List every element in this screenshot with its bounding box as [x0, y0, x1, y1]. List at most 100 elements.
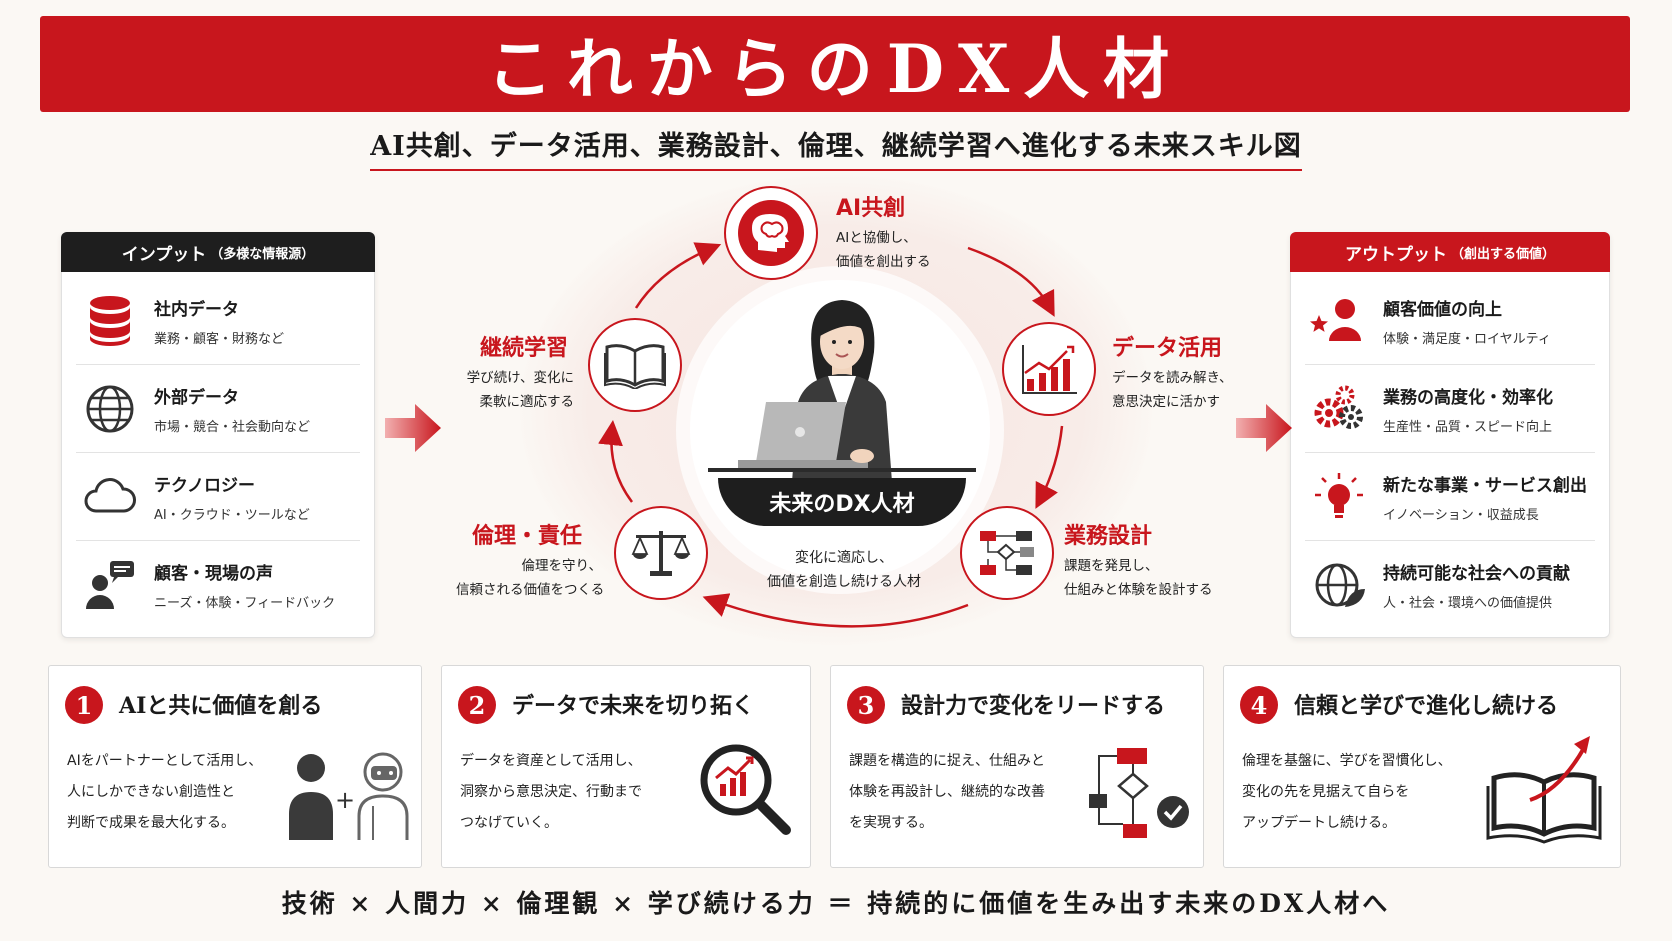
card-4-title: 信頼と学びで進化し続ける: [1294, 693, 1559, 719]
output-item-text: 業務の高度化・効率化 生産性・品質・スピード向上: [1383, 383, 1553, 435]
output-item-title: 持続可能な社会への貢献: [1383, 564, 1570, 584]
input-panel-note: （多様な情報源）: [210, 246, 315, 262]
output-item-title: 業務の高度化・効率化: [1383, 387, 1553, 408]
node-ethics-desc: 倫理を守り、 信頼される価値をつくる: [456, 554, 605, 602]
input-item-title: テクノロジー: [154, 475, 255, 496]
arrow-design-to-ethics: [702, 593, 969, 628]
human-plus-robot-icon: +: [289, 752, 409, 840]
input-panel-header: インプット（多様な情報源）: [61, 232, 375, 272]
input-item-title: 外部データ: [154, 387, 239, 408]
input-item-text: テクノロジー AI・クラウド・ツールなど: [154, 471, 310, 523]
magnifier-chart-icon: [700, 744, 791, 835]
person-speech-icon: [86, 561, 134, 609]
book-growth-icon: [1486, 736, 1602, 844]
output-item-customer: 顧客価値の向上 体験・満足度・ロイヤルティ: [1305, 277, 1595, 365]
card-3: 3 設計力で変化をリードする 課題を構造的に捉え、仕組みと 体験を再設計し、継続…: [830, 665, 1204, 868]
card-2-line3: つなげていく。: [460, 815, 558, 831]
card-2-number: 2: [458, 686, 496, 724]
flowchart-icon: [980, 531, 1034, 575]
input-item-external-data: 外部データ 市場・競合・社会動向など: [76, 365, 360, 453]
input-item-text: 顧客・現場の声 ニーズ・体験・フィードバック: [154, 559, 335, 611]
input-to-center-arrow-icon: [385, 404, 441, 452]
output-item-text: 顧客価値の向上 体験・満足度・ロイヤルティ: [1383, 295, 1551, 347]
output-item-desc: 人・社会・環境への価値提供: [1383, 596, 1553, 611]
globe-leaf-icon: [1315, 563, 1365, 607]
input-item-desc: 市場・競合・社会動向など: [154, 419, 311, 435]
node-ethics-desc-line1: 倫理を守り、: [521, 558, 602, 574]
arrow-data-to-design: [1035, 425, 1064, 509]
cloud-icon: [84, 477, 136, 512]
card-1-line3: 判断で成果を最大化する。: [67, 815, 235, 831]
card-1-line2: 人にしかできない創造性と: [67, 784, 235, 800]
center-label: 未来のDX人材: [718, 478, 966, 526]
card-4-number: 4: [1240, 686, 1278, 724]
card-3-title: 設計力で変化をリードする: [901, 693, 1166, 719]
output-panel-title: アウトプット: [1344, 244, 1447, 265]
arrow-ethics-to-learning: [598, 420, 634, 503]
node-design-desc-line1: 課題を発見し、: [1064, 558, 1159, 574]
card-3-desc: 課題を構造的に捉え、仕組みと 体験を再設計し、継続的な改善 を実現する。: [849, 746, 1045, 839]
output-item-innovation: 新たな事業・サービス創出 イノベーション・収益成長: [1305, 453, 1595, 541]
node-ethics-desc-line2: 信頼される価値をつくる: [456, 582, 605, 598]
page-subtitle: AI共創、データ活用、業務設計、倫理、継続学習へ進化する未来スキル図: [370, 124, 1302, 171]
node-ai-desc: AIと協働し、 価値を創出する: [836, 226, 931, 274]
card-4-line3: アップデートし続ける。: [1242, 815, 1396, 831]
node-data-desc-line2: 意思決定に活かす: [1112, 394, 1220, 410]
output-item-efficiency: 業務の高度化・効率化 生産性・品質・スピード向上: [1305, 365, 1595, 453]
node-learning-desc-line1: 学び続け、変化に: [466, 370, 574, 386]
output-item-title: 新たな事業・サービス創出: [1383, 475, 1587, 496]
input-item-technology: テクノロジー AI・クラウド・ツールなど: [76, 453, 360, 541]
scales-icon: [631, 531, 691, 576]
node-data-circle: [1002, 322, 1096, 416]
page-title: これからのDX人材: [486, 30, 1184, 108]
output-panel: アウトプット（創出する価値） 顧客価値の向上 体験・満足度・ロイヤルティ 業務の…: [1290, 232, 1610, 638]
node-design-desc: 課題を発見し、 仕組みと体験を設計する: [1064, 554, 1213, 602]
input-item-text: 外部データ 市場・競合・社会動向など: [154, 383, 310, 435]
database-icon: [90, 295, 130, 346]
card-4-line1: 倫理を基盤に、学びを習慣化し、: [1242, 753, 1452, 769]
card-1-number: 1: [65, 686, 103, 724]
gears-icon: [1314, 385, 1363, 429]
subtitle-wrap: AI共創、データ活用、業務設計、倫理、継続学習へ進化する未来スキル図: [0, 124, 1672, 171]
center-caption-line1: 変化に適応し、: [795, 550, 893, 566]
input-item-title: 顧客・現場の声: [154, 564, 273, 584]
node-ai-circle: [724, 186, 818, 280]
node-design-circle: [960, 506, 1054, 600]
node-learning-desc-line2: 柔軟に適応する: [479, 394, 575, 410]
node-design-desc-line2: 仕組みと体験を設計する: [1064, 582, 1213, 598]
book-icon: [604, 344, 666, 389]
globe-icon: [86, 385, 134, 432]
node-ethics-circle: [614, 506, 708, 600]
input-item-desc: 業務・顧客・財務など: [154, 331, 285, 347]
node-learning-circle: [588, 318, 682, 412]
arrow-learning-to-ai: [634, 242, 722, 309]
output-panel-note: （創出する価値）: [1450, 246, 1555, 262]
output-item-desc: 体験・満足度・ロイヤルティ: [1383, 331, 1551, 347]
input-item-text: 社内データ 業務・顧客・財務など: [154, 295, 284, 347]
card-1-desc: AIをパートナーとして活用し、 人にしかできない創造性と 判断で成果を最大化する…: [67, 746, 262, 839]
output-item-text: 新たな事業・サービス創出 イノベーション・収益成長: [1383, 471, 1587, 523]
node-design-title: 業務設計: [1064, 524, 1153, 549]
lightbulb-icon: [1315, 472, 1363, 518]
bottom-formula: 技術 × 人間力 × 倫理観 × 学び続ける力 ＝ 持続的に価値を生み出す未来の…: [281, 889, 1391, 918]
card-2-title: データで未来を切り拓く: [512, 693, 755, 719]
node-data-title: データ活用: [1112, 336, 1223, 361]
bar-chart-icon: [1022, 345, 1077, 394]
card-2-line2: 洞察から意思決定、行動まで: [460, 784, 642, 800]
node-ai-desc-line1: AIと協働し、: [836, 230, 917, 246]
input-item-desc: AI・クラウド・ツールなど: [154, 507, 310, 523]
input-item-title: 社内データ: [154, 299, 239, 320]
input-panel-title: インプット: [121, 244, 207, 265]
center-to-output-arrow-icon: [1236, 404, 1292, 452]
node-ai-title: AI共創: [836, 196, 906, 221]
svg-text:+: +: [335, 786, 355, 814]
input-item-internal-data: 社内データ 業務・顧客・財務など: [76, 277, 360, 365]
card-2-desc: データを資産として活用し、 洞察から意思決定、行動まで つなげていく。: [460, 746, 642, 839]
person-at-laptop-icon: [708, 300, 976, 482]
output-item-sustainability: 持続可能な社会への貢献 人・社会・環境への価値提供: [1305, 541, 1595, 629]
node-learning-title: 継続学習: [480, 336, 569, 361]
center-caption-line2: 価値を創造し続ける人材: [767, 574, 921, 590]
card-4-desc: 倫理を基盤に、学びを習慣化し、 変化の先を見据えて自らを アップデートし続ける。: [1242, 746, 1452, 839]
arrow-ai-to-data: [967, 246, 1055, 317]
